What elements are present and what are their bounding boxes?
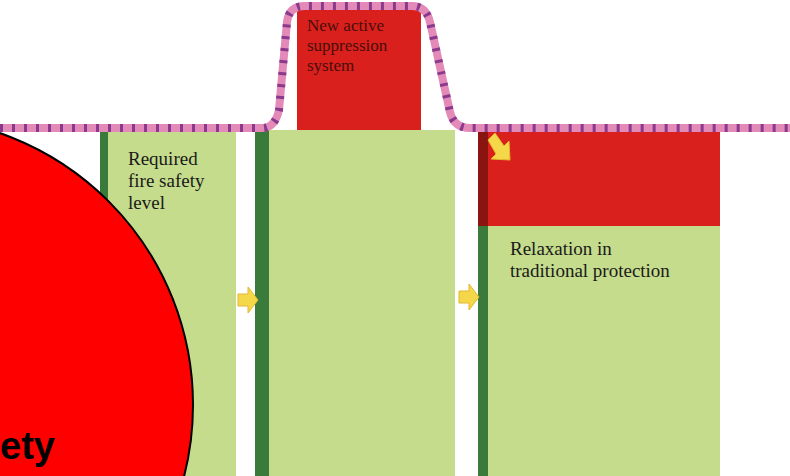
node-label: Relaxation in traditional protection <box>510 238 680 282</box>
relaxation-column: Relaxation in traditional protection <box>478 226 720 476</box>
node-label: New active suppression system <box>307 16 413 76</box>
title-disc <box>0 117 193 476</box>
node-label: Required fire safety level <box>128 148 226 214</box>
middle-column <box>255 130 455 476</box>
cropped-title: ety <box>0 425 55 468</box>
suppression-box: New active suppression system <box>297 10 421 130</box>
safety-level-band <box>0 6 790 128</box>
requirement-column: Required fire safety level <box>100 130 236 476</box>
flow-arrow <box>238 133 510 313</box>
column-edge <box>478 130 488 226</box>
suppression-share <box>478 130 720 226</box>
column-edge <box>255 130 269 476</box>
